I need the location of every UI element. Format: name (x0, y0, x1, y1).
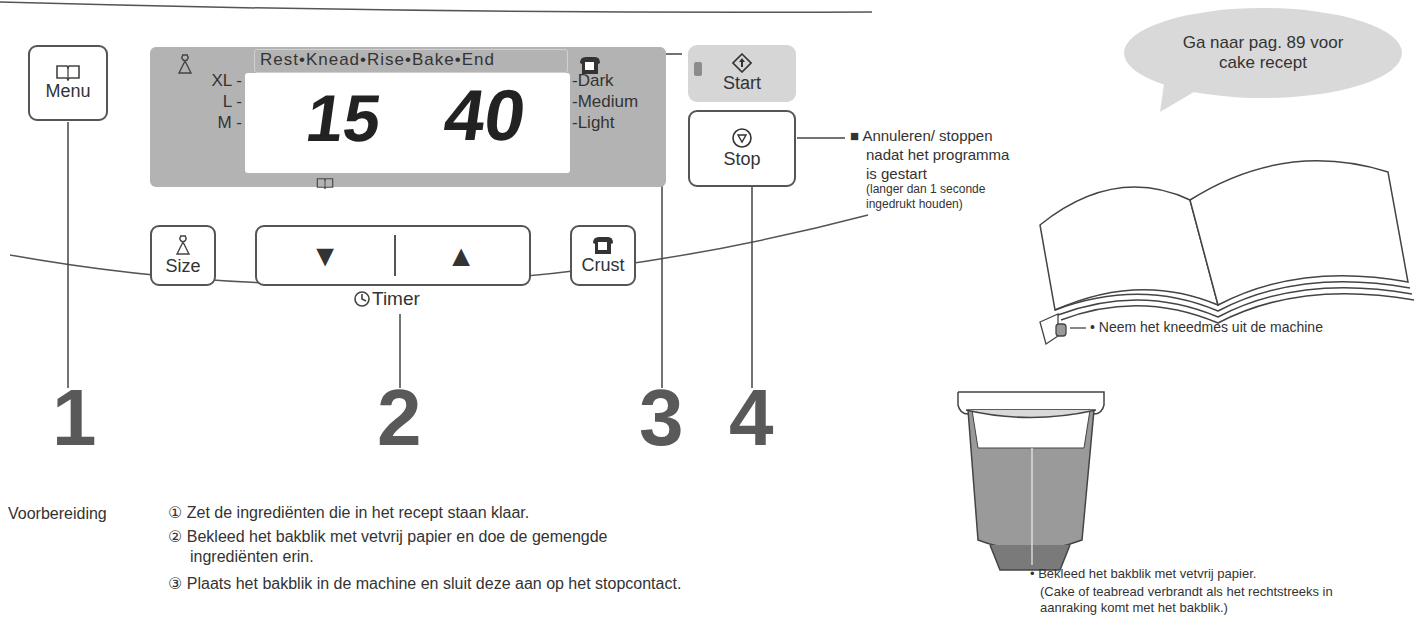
button-label: Menu (45, 81, 90, 103)
display-panel: Rest•Knead•Rise•Bake•EndXL -L -M --Dark-… (150, 47, 666, 187)
stop-note-small: (langer dan 1 seconde ingedrukt houden) (866, 182, 1016, 212)
button-label: Crust (581, 255, 624, 277)
stop-icon (731, 127, 753, 149)
speech-bubble: Ga naar pag. 89 voor cake recept (1124, 8, 1402, 98)
prep-step: ① Zet de ingrediënten die in het recept … (168, 503, 830, 523)
stop-button: Stop (688, 110, 796, 187)
menu-button: Menu (28, 45, 108, 121)
arrow-up: ▲ (446, 238, 476, 274)
callout-number: 3 (639, 378, 684, 458)
size-icon (174, 234, 192, 256)
size-indicator: XL - (190, 71, 242, 91)
size-indicator: M - (190, 113, 242, 133)
prep-step: ② Bekleed het bakblik met vetvrij papier… (168, 527, 628, 567)
callout-number: 2 (377, 378, 422, 458)
size-button: Size (150, 225, 216, 286)
lcd-digits: 40 (440, 79, 530, 151)
stage-indicator: Rest•Knead•Rise•Bake•End (260, 50, 495, 70)
button-label: Stop (723, 149, 760, 171)
start-button: Start (688, 45, 796, 102)
book-icon (316, 177, 334, 190)
leader-line (399, 314, 401, 388)
leader-line (67, 122, 69, 388)
baking-pan (958, 392, 1104, 570)
start-icon (732, 53, 752, 73)
arrow-down: ▼ (310, 238, 340, 274)
prep-step: ③ Plaats het bakblik in de machine en sl… (168, 574, 850, 594)
lcd-screen: 1540 (245, 73, 570, 173)
button-divider (394, 235, 396, 276)
callout-number: 1 (52, 378, 97, 458)
pan-note: • Bekleed het bakblik met vetvrij papier… (1030, 566, 1256, 582)
crust-indicator: -Medium (572, 92, 638, 112)
timer-label: Timer (372, 287, 420, 311)
panel-edge (0, 2, 872, 12)
button-label: Size (165, 256, 200, 278)
size-icon (176, 53, 194, 75)
callout-number: 4 (729, 378, 774, 458)
leader-line (751, 187, 753, 388)
leader-line (797, 137, 845, 139)
crust-indicator: -Light (572, 113, 615, 133)
timer-buttons: ▼▲ (255, 225, 531, 286)
bubble-text: Ga naar pag. 89 voor cake recept (1168, 33, 1358, 74)
timer-icon (355, 292, 369, 306)
lcd-digits: 15 (302, 85, 385, 151)
size-indicator: L - (190, 92, 242, 112)
kneading-blade (1040, 314, 1086, 344)
prep-heading: Voorbereiding (8, 504, 107, 524)
crust-indicator: -Dark (572, 71, 614, 91)
book-icon (55, 63, 81, 81)
recipe-book (1040, 161, 1414, 323)
pan-note-small: (Cake of teabread verbrandt als het rech… (1040, 584, 1360, 617)
blade-note: • Neem het kneedmes uit de machine (1090, 319, 1323, 337)
stop-note: ■ Annuleren/ stoppen nadat het programma… (850, 127, 1022, 183)
crust-button: Crust (570, 225, 636, 286)
button-label: Start (723, 73, 761, 95)
crust-icon (591, 235, 615, 255)
start-led (694, 62, 702, 76)
